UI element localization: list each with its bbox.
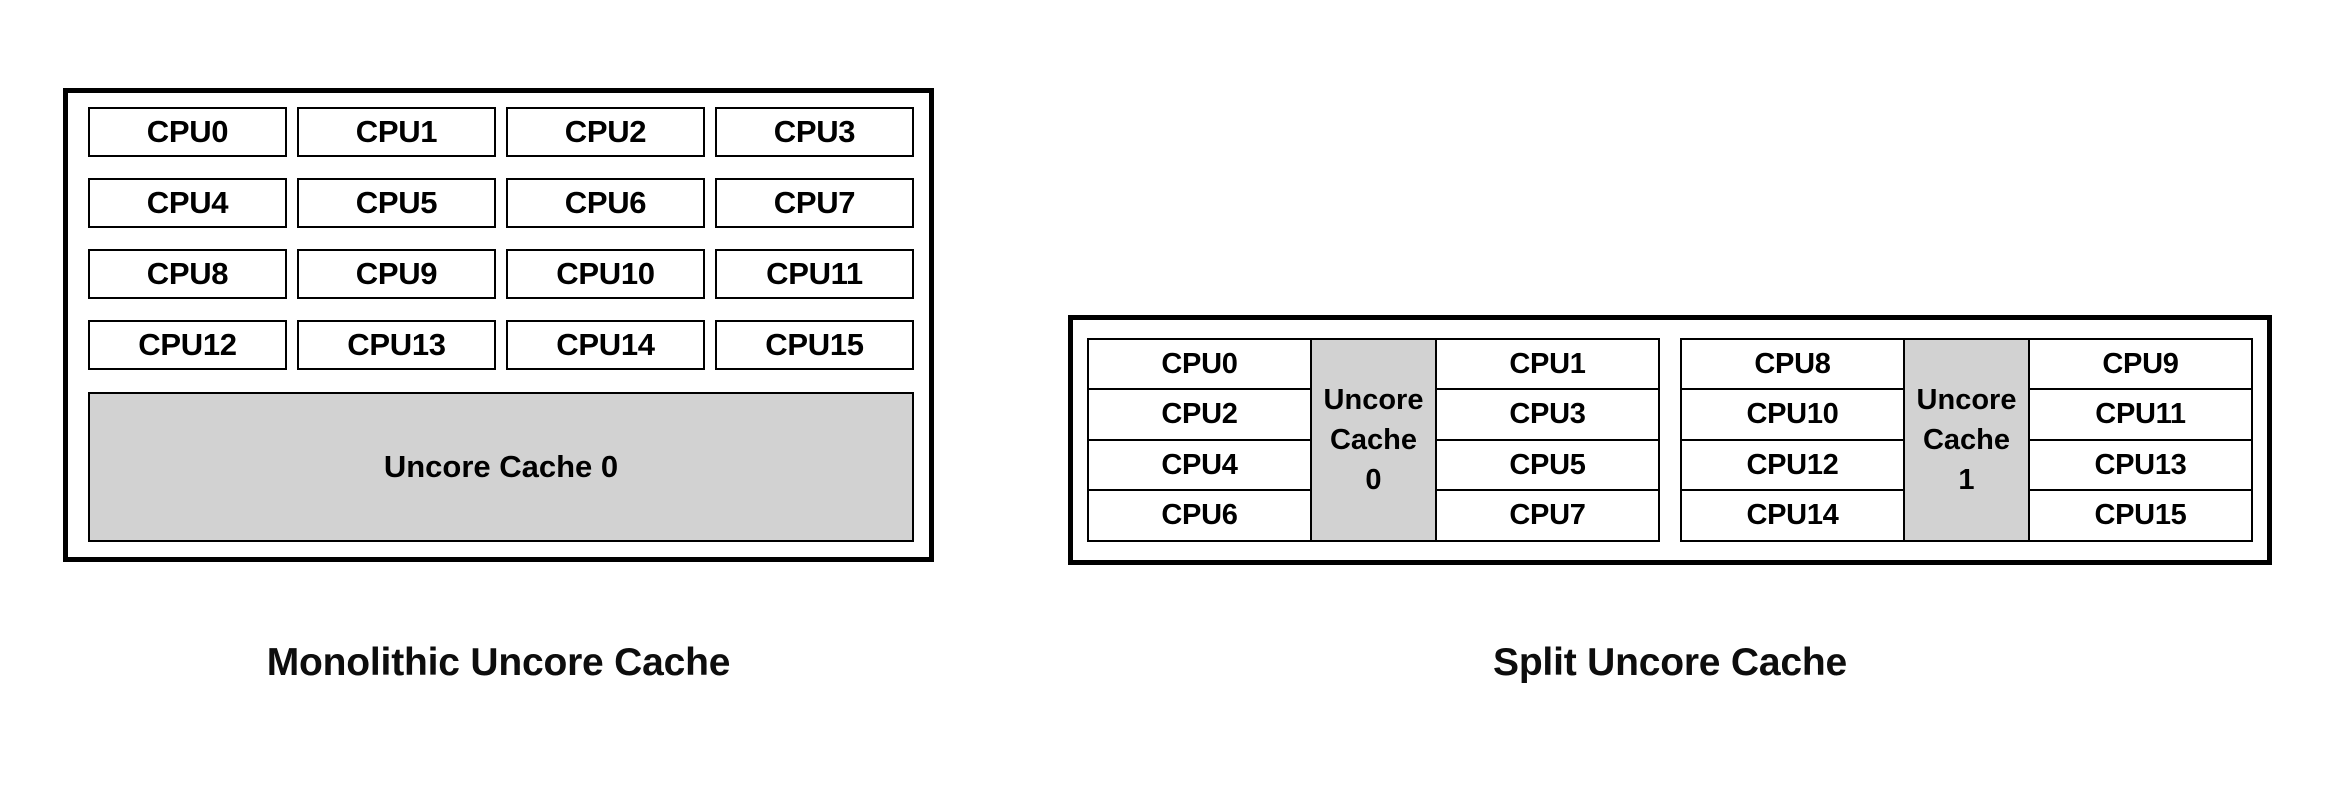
cpu-box: CPU8 <box>1680 338 1905 391</box>
monolithic-uncore-cache-diagram: CPU0 CPU1 CPU2 CPU3 CPU4 CPU5 CPU6 CPU7 … <box>63 88 934 562</box>
uncore-cache-label-line2: Cache <box>1922 423 2011 456</box>
uncore-cache-label-line3: 1 <box>1958 464 1975 496</box>
split-cluster-1: CPU8 CPU10 CPU12 CPU14 Uncore Cache 1 CP… <box>1680 338 2253 542</box>
cpu-box: CPU4 <box>88 178 287 228</box>
cpu-box: CPU9 <box>297 249 496 299</box>
cpu-row: CPU0 CPU1 CPU2 CPU3 <box>88 107 914 157</box>
uncore-cache-box: Uncore Cache 0 <box>1309 338 1438 542</box>
uncore-cache-label-line1: Uncore <box>1916 383 2017 416</box>
cpu-column-right: CPU9 CPU11 CPU13 CPU15 <box>2028 338 2253 542</box>
cpu-box: CPU13 <box>297 320 496 370</box>
split-uncore-cache-diagram: CPU0 CPU2 CPU4 CPU6 Uncore Cache 0 CPU1 … <box>1068 315 2272 565</box>
cpu-row: CPU8 CPU9 CPU10 CPU11 <box>88 249 914 299</box>
cpu-box: CPU2 <box>1087 388 1312 442</box>
cpu-row: CPU4 CPU5 CPU6 CPU7 <box>88 178 914 228</box>
cpu-box: CPU13 <box>2028 438 2253 492</box>
cpu-box: CPU5 <box>297 178 496 228</box>
cpu-column-right: CPU1 CPU3 CPU5 CPU7 <box>1435 338 1660 542</box>
cpu-box: CPU6 <box>1087 489 1312 542</box>
cpu-box: CPU14 <box>1680 489 1905 542</box>
cpu-box: CPU1 <box>1435 338 1660 391</box>
cpu-column-left: CPU0 CPU2 CPU4 CPU6 <box>1087 338 1312 542</box>
cpu-box: CPU5 <box>1435 438 1660 492</box>
cpu-box: CPU14 <box>506 320 705 370</box>
uncore-cache-box: Uncore Cache 1 <box>1902 338 2031 542</box>
cpu-box: CPU3 <box>715 107 914 157</box>
uncore-cache-box: Uncore Cache 0 <box>88 392 914 542</box>
uncore-cache-label-line1: Uncore <box>1323 383 1424 416</box>
cpu-box: CPU2 <box>506 107 705 157</box>
cpu-box: CPU0 <box>88 107 287 157</box>
cpu-box: CPU11 <box>715 249 914 299</box>
cpu-box: CPU12 <box>1680 438 1905 492</box>
cpu-box: CPU8 <box>88 249 287 299</box>
cpu-box: CPU15 <box>2028 489 2253 542</box>
cpu-column-left: CPU8 CPU10 CPU12 CPU14 <box>1680 338 1905 542</box>
split-diagram-caption: Split Uncore Cache <box>1493 641 1847 684</box>
cpu-box: CPU7 <box>715 178 914 228</box>
cpu-box: CPU4 <box>1087 438 1312 492</box>
cpu-box: CPU9 <box>2028 338 2253 391</box>
uncore-cache-label-line2: Cache <box>1329 423 1418 456</box>
split-cluster-0: CPU0 CPU2 CPU4 CPU6 Uncore Cache 0 CPU1 … <box>1087 338 1660 542</box>
cpu-box: CPU12 <box>88 320 287 370</box>
cpu-row: CPU12 CPU13 CPU14 CPU15 <box>88 320 914 370</box>
cpu-box: CPU6 <box>506 178 705 228</box>
monolithic-diagram-caption: Monolithic Uncore Cache <box>266 641 731 684</box>
monolithic-cpu-grid: CPU0 CPU1 CPU2 CPU3 CPU4 CPU5 CPU6 CPU7 … <box>88 107 914 370</box>
cpu-box: CPU1 <box>297 107 496 157</box>
cpu-box: CPU7 <box>1435 489 1660 542</box>
cpu-box: CPU11 <box>2028 388 2253 442</box>
cpu-box: CPU3 <box>1435 388 1660 442</box>
cpu-box: CPU10 <box>1680 388 1905 442</box>
uncore-cache-label-line3: 0 <box>1365 464 1382 496</box>
cpu-box: CPU10 <box>506 249 705 299</box>
cpu-box: CPU15 <box>715 320 914 370</box>
cpu-box: CPU0 <box>1087 338 1312 391</box>
